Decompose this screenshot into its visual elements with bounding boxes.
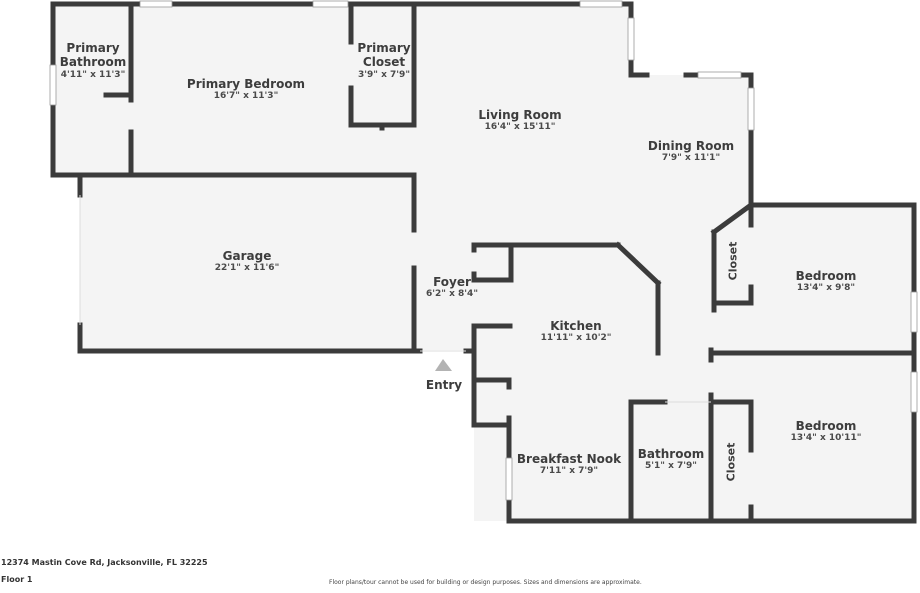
room-closet-1: Closet bbox=[726, 241, 740, 281]
address-text: 12374 Mastin Cove Rd, Jacksonville, FL 3… bbox=[1, 558, 208, 567]
room-bedroom-1: Bedroom 13'4" x 9'8" bbox=[795, 269, 857, 294]
windows bbox=[49, 0, 918, 501]
room-bathroom: Bathroom 5'1" x 7'9" bbox=[637, 447, 705, 472]
floor-fill bbox=[53, 4, 914, 521]
entry-arrow-icon bbox=[435, 359, 452, 371]
walls bbox=[50, 1, 917, 524]
room-primary-bedroom: Primary Bedroom 16'7" x 11'3" bbox=[186, 77, 306, 102]
door-openings bbox=[79, 195, 711, 403]
room-bedroom-2: Bedroom 13'4" x 10'11" bbox=[790, 419, 862, 444]
disclaimer-text: Floor plans/tour cannot be used for buil… bbox=[329, 579, 642, 586]
room-closet-2: Closet bbox=[724, 442, 738, 482]
room-garage: Garage 22'1" x 11'6" bbox=[214, 249, 280, 274]
room-dining-room: Dining Room 7'9" x 11'1" bbox=[647, 139, 735, 164]
room-primary-closet: Primary Closet 3'9" x 7'9" bbox=[357, 41, 411, 80]
room-breakfast-nook: Breakfast Nook 7'11" x 7'9" bbox=[516, 452, 622, 477]
room-living-room: Living Room 16'4" x 15'11" bbox=[478, 108, 562, 133]
entry-label: Entry bbox=[425, 378, 463, 392]
room-kitchen: Kitchen 11'11" x 10'2" bbox=[540, 319, 612, 344]
floor-label: Floor 1 bbox=[1, 575, 33, 584]
room-foyer: Foyer 6'2" x 8'4" bbox=[425, 275, 479, 300]
room-primary-bathroom: Primary Bathroom 4'11" x 11'3" bbox=[59, 41, 127, 80]
